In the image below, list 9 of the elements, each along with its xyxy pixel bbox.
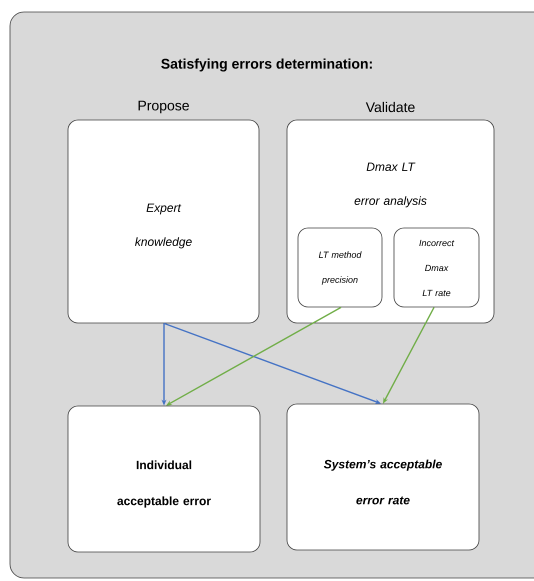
column-heading: Validate: [366, 102, 415, 112]
box-text: Expert knowledge: [135, 204, 192, 248]
box-text: System’s acceptable error rate: [324, 460, 442, 504]
box-text: Incorrect Dmax LT rate: [419, 240, 454, 296]
box-text: Dmax LT error analysis: [354, 162, 427, 208]
box-text: LT method precision: [318, 251, 362, 285]
title: Satisfying errors determination:: [161, 58, 372, 72]
column-heading: Propose: [138, 100, 189, 114]
box-text: Individual acceptable error: [117, 460, 211, 508]
